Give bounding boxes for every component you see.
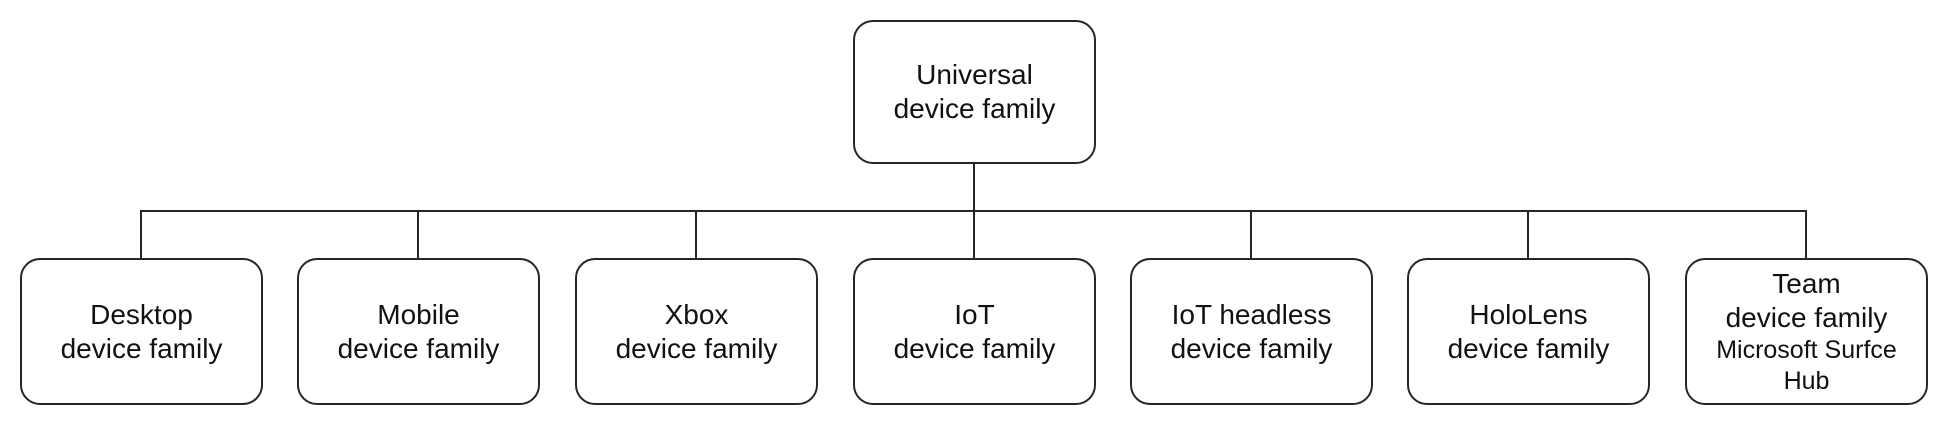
node-label-line: Xbox xyxy=(664,298,729,330)
connector-stub-iot xyxy=(973,210,975,260)
node-universal-device-family: Universal device family xyxy=(853,20,1096,164)
node-label-line: device family xyxy=(893,332,1056,364)
connector-stub-xbox xyxy=(695,210,697,260)
node-label-line: device family xyxy=(337,332,500,364)
node-iot-headless-device-family: IoT headless device family xyxy=(1130,258,1373,405)
node-label-line: device family xyxy=(60,332,223,364)
node-label-line: Team xyxy=(1772,267,1841,299)
node-label-line: device family xyxy=(1725,301,1888,333)
node-sublabel-line: Hub xyxy=(1783,366,1830,395)
node-desktop-device-family: Desktop device family xyxy=(20,258,263,405)
connector-stub-hololens xyxy=(1527,210,1529,260)
node-iot-device-family: IoT device family xyxy=(853,258,1096,405)
node-label-line: HoloLens xyxy=(1469,298,1588,330)
node-mobile-device-family: Mobile device family xyxy=(297,258,540,405)
connector-stub-mobile xyxy=(417,210,419,260)
node-label-line: Universal xyxy=(916,59,1033,90)
connector-stub-desktop xyxy=(140,210,142,260)
node-label-line: IoT headless xyxy=(1171,298,1332,330)
connector-root-stem xyxy=(973,162,975,212)
node-label-line: device family xyxy=(1170,332,1333,364)
connector-stub-iot-headless xyxy=(1250,210,1252,260)
connector-stub-team xyxy=(1805,210,1807,260)
node-label-line: IoT xyxy=(954,298,995,330)
node-label-line: device family xyxy=(615,332,778,364)
node-label-line: device family xyxy=(893,93,1056,124)
node-xbox-device-family: Xbox device family xyxy=(575,258,818,405)
node-label-line: Desktop xyxy=(90,298,193,330)
node-team-device-family: Team device family Microsoft Surfce Hub xyxy=(1685,258,1928,405)
node-sublabel-line: Microsoft Surfce xyxy=(1716,335,1897,364)
node-label-line: Mobile xyxy=(377,298,460,330)
node-hololens-device-family: HoloLens device family xyxy=(1407,258,1650,405)
node-label-line: device family xyxy=(1447,332,1610,364)
